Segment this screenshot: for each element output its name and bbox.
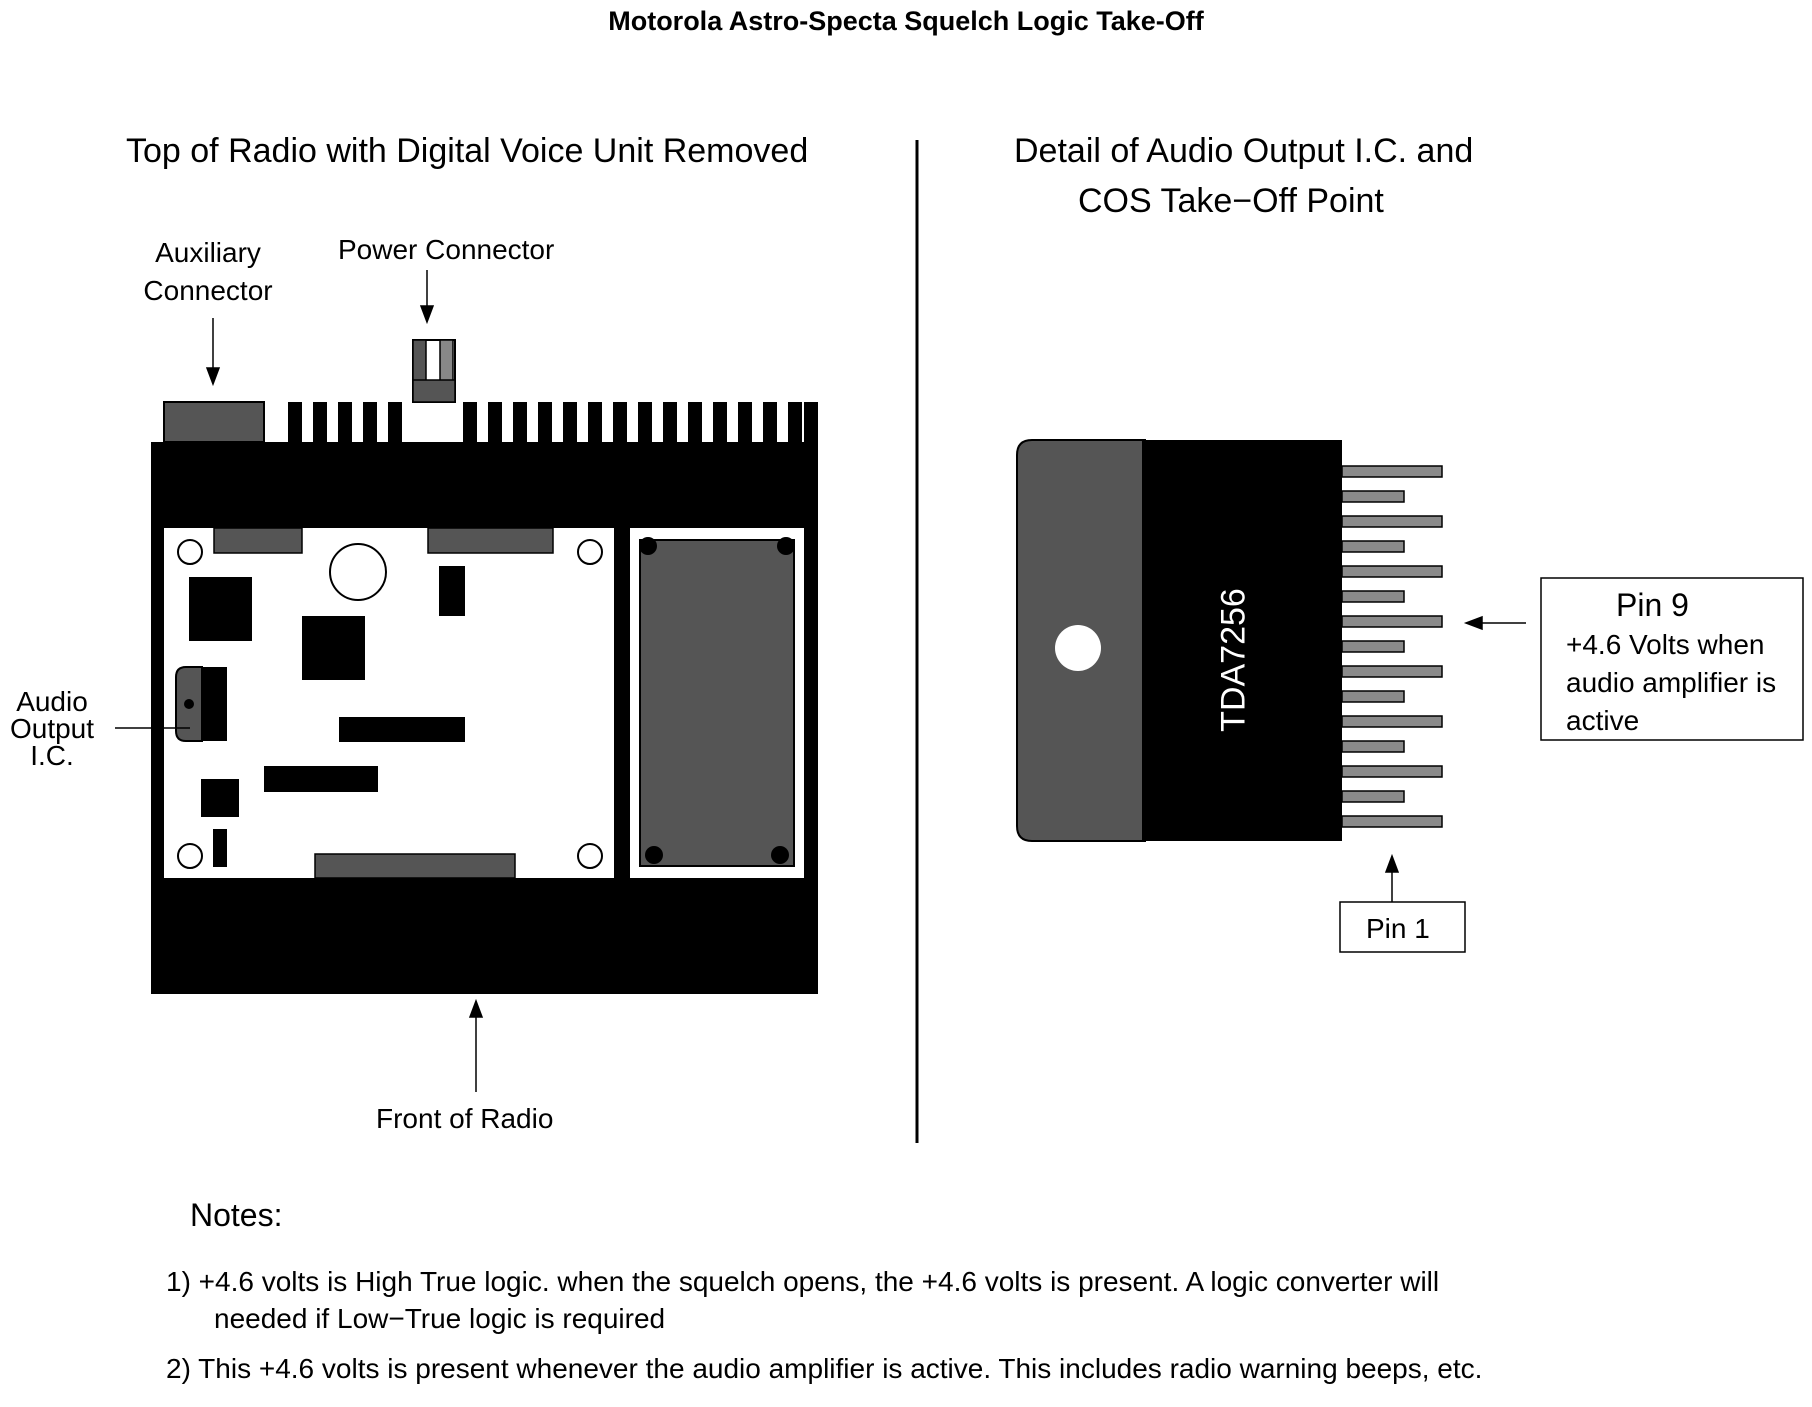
side-screw [645, 846, 663, 864]
right-panel-heading-line-1: Detail of Audio Output I.C. and [1014, 132, 1474, 170]
auxiliary-connector [163, 401, 265, 443]
side-screw [771, 846, 789, 864]
ic-chip [339, 717, 465, 742]
arrows-left [115, 270, 484, 1092]
edge-connector-bottom [314, 853, 516, 879]
page-title: Motorola Astro-Specta Squelch Logic Take… [608, 6, 1204, 36]
left-panel-heading: Top of Radio with Digital Voice Unit Rem… [126, 132, 809, 170]
pin9-title: Pin 9 [1616, 587, 1689, 623]
note-1-line-2: needed if Low−True logic is required [214, 1303, 666, 1334]
heat-sink-fins [288, 402, 818, 444]
ic-chip [189, 577, 252, 641]
pin1-callout-box [1339, 901, 1466, 953]
front-of-radio-label: Front of Radio [376, 1103, 554, 1134]
mounting-hole [577, 539, 603, 565]
power-connector-label: Power Connector [338, 234, 555, 265]
mounting-hole [177, 539, 203, 565]
audio-output-ic [175, 666, 227, 742]
mounting-hole [177, 843, 203, 869]
right-panel-heading-line-2: COS Take−Off Point [1078, 182, 1384, 220]
radio-top-view [115, 270, 818, 1092]
chip-part-number: TDA7256 [1168, 560, 1300, 760]
chip-pins [1341, 465, 1443, 828]
tda-chip-detail [1016, 439, 1804, 953]
note-2: 2) This +4.6 volts is present whenever t… [166, 1353, 1483, 1384]
round-component [329, 543, 387, 601]
arrows-right [1384, 615, 1526, 902]
ic-chip [264, 766, 378, 792]
edge-connector-top-left [213, 527, 303, 554]
pin1-label: Pin 1 [1366, 913, 1430, 944]
mounting-hole [577, 843, 603, 869]
pin9-callout-box [1540, 577, 1804, 741]
note-1-line-1: 1) +4.6 volts is High True logic. when t… [166, 1266, 1440, 1297]
side-module [639, 539, 795, 867]
ic-chip [302, 616, 365, 680]
ic-chip [213, 829, 227, 867]
chip-part-number-text: TDA7256 [1214, 588, 1253, 732]
pin9-description: +4.6 Volts when audio amplifier is activ… [1566, 629, 1777, 736]
ic-chip [201, 779, 239, 817]
edge-connector-top-right [427, 527, 554, 554]
side-screw [639, 537, 657, 555]
audio-output-ic-label: Audio Output I.C. [9, 686, 95, 771]
ic-chip [439, 566, 465, 616]
side-screw [777, 537, 795, 555]
chip-body [1142, 440, 1342, 841]
auxiliary-connector-label: Auxiliary Connector [143, 237, 273, 306]
power-connector [412, 339, 456, 403]
notes-heading: Notes: [190, 1197, 283, 1233]
tab-mount-hole [1055, 625, 1101, 671]
